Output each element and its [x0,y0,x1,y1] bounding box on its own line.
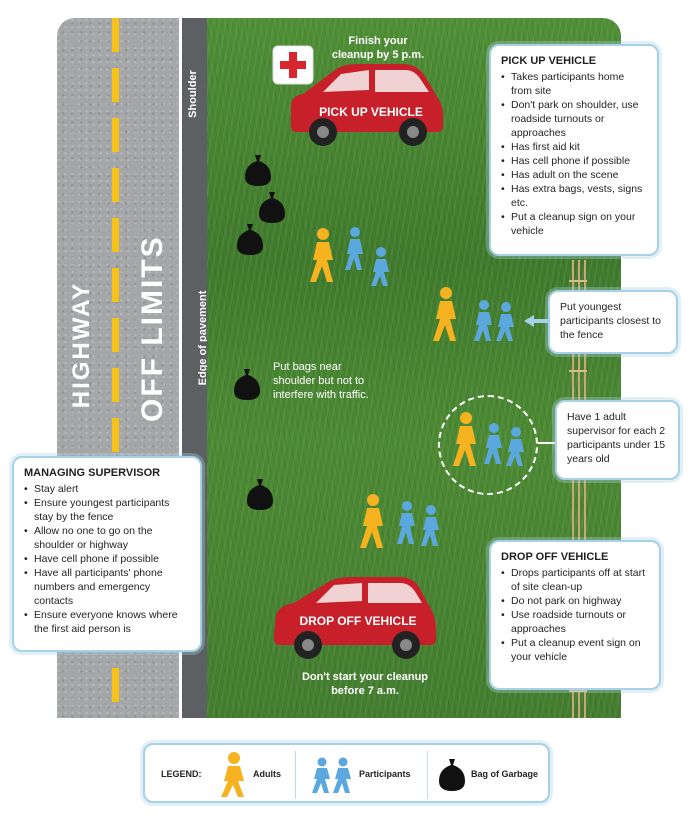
dropoff-vehicle-icon: DROP OFF VEHICLE [274,577,436,659]
participant-icon [312,757,351,793]
bags-note: Put bags near shoulder but not to interf… [273,360,403,402]
dropoff-vehicle-label: DROP OFF VEHICLE [299,614,416,628]
adult-icon [221,752,244,797]
list-item: Takes participants home from site [501,70,647,98]
list-item: Allow no one to go on the shoulder or hi… [24,524,190,552]
people-group-3 [453,412,524,466]
youngest-fence-box: Put youngest participants closest to the… [548,290,678,354]
supervision-group-circle [438,395,538,495]
adult-icon [453,412,476,466]
list-item: Has first aid kit [501,140,647,154]
garbage-bag-icon [259,192,285,223]
legend-divider [295,751,296,799]
youngest-fence-text: Put youngest participants closest to the… [560,301,661,341]
people-group-1 [310,227,389,286]
list-item: Has adult on the scene [501,168,647,182]
participant-icon [421,505,439,546]
finish-note: Finish your cleanup by 5 p.m. [318,34,438,62]
list-item: Put a cleanup sign on your vehicle [501,210,647,238]
managing-box-title: MANAGING SUPERVISOR [24,467,161,479]
participant-icon [484,423,502,464]
list-item: Do not park on highway [501,594,649,608]
legend: LEGEND: Adults Participants Bag of Garba… [143,743,550,803]
adult-icon [310,228,333,282]
participant-icon [506,427,524,466]
edge-line [179,18,182,718]
participant-icon [345,227,363,270]
dropoff-vehicle-box: DROP OFF VEHICLE Drops participants off … [489,540,661,690]
highway-label: HIGHWAY [68,281,95,409]
pickup-vehicle-icon: PICK UP VEHICLE [291,64,443,146]
finish-note-line1: Finish your [348,35,408,47]
garbage-bag-icon [247,479,273,510]
participant-icon [371,247,389,286]
legend-participants: Participants [359,769,411,779]
arrow-left-icon [524,315,549,327]
list-item: Have cell phone if possible [24,552,190,566]
connector-line [538,442,556,444]
pickup-vehicle-box: PICK UP VEHICLE Takes participants home … [489,44,659,256]
adult-icon [433,287,456,341]
list-item: Ensure youngest participants stay by the… [24,496,190,524]
start-note-line2: before 7 a.m. [331,685,399,697]
fence-post [584,260,586,718]
list-item: Use roadside turnouts or approaches [501,608,649,636]
first-aid-icon [272,45,314,85]
list-item: Don't park on shoulder, use roadside tur… [501,98,647,140]
pickup-vehicle-label: PICK UP VEHICLE [319,105,423,119]
list-item: Ensure everyone knows where the first ai… [24,608,190,636]
people-group-2 [433,287,514,341]
list-item: Put a cleanup event sign on your vehicle [501,636,649,664]
bags-note-line1: Put bags near [273,361,342,373]
fence-rail [569,280,587,282]
list-item: Drops participants off at start of site … [501,566,649,594]
fence-post [572,260,574,718]
legend-label: LEGEND: [161,769,202,779]
off-limits-label: OFF LIMITS [136,235,169,422]
legend-garbage: Bag of Garbage [471,769,539,779]
garbage-bag-icon [237,224,263,255]
participant-icon [496,302,514,341]
pickup-box-title: PICK UP VEHICLE [501,55,597,67]
dropoff-box-title: DROP OFF VEHICLE [501,551,609,563]
garbage-bag-icon [245,155,271,186]
legend-divider [427,751,428,799]
list-item: Stay alert [24,482,190,496]
fence-rail [569,370,587,372]
bags-note-line2: shoulder but not to [273,375,365,387]
dropoff-box-list: Drops participants off at start of site … [501,566,649,664]
legend-adults: Adults [253,769,281,779]
pickup-box-list: Takes participants home from site Don't … [501,70,647,238]
managing-supervisor-box: MANAGING SUPERVISOR Stay alert Ensure yo… [12,456,202,652]
list-item: Has extra bags, vests, signs etc. [501,182,647,210]
managing-box-list: Stay alert Ensure youngest participants … [24,482,190,636]
supervisor-ratio-text: Have 1 adult supervisor for each 2 parti… [567,411,666,465]
people-group-4 [360,494,439,548]
center-line [112,18,119,718]
list-item: Has cell phone if possible [501,154,647,168]
finish-note-line2: cleanup by 5 p.m. [331,49,425,61]
fence-post [578,260,580,718]
fence-rail [569,690,587,692]
supervisor-ratio-box: Have 1 adult supervisor for each 2 parti… [555,400,680,480]
list-item: Have all participants' phone numbers and… [24,566,190,608]
garbage-bag-icon [439,759,465,791]
participant-icon [397,501,415,544]
start-note: Don't start your cleanup before 7 a.m. [290,670,440,698]
garbage-bag-icon [234,369,260,400]
adult-icon [360,494,383,548]
participant-icon [474,300,492,341]
shoulder-label: Shoulder [187,70,199,118]
bags-note-line3: interfere with traffic. [273,389,369,401]
start-note-line1: Don't start your cleanup [301,671,429,683]
